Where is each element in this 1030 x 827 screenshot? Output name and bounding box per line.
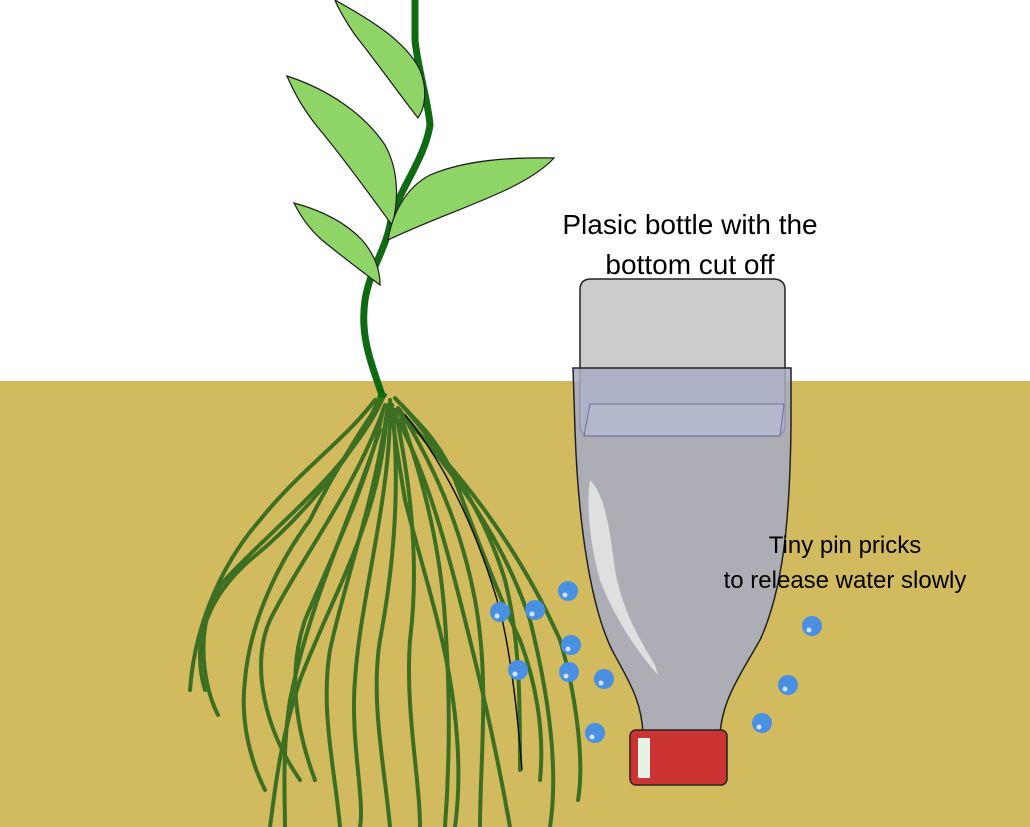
plant-leaves xyxy=(285,0,556,287)
bottle-highlight xyxy=(588,480,658,675)
bottle-rim xyxy=(583,403,785,437)
bottle-label-line1: Plasic bottle with the xyxy=(562,209,818,240)
water-drop-icon xyxy=(559,662,579,682)
pin-pricks-label: Tiny pin pricks to release water slowly xyxy=(690,528,1000,598)
leaf-right xyxy=(387,157,556,242)
cap-highlight xyxy=(638,738,650,778)
leaf-lower-left xyxy=(292,202,381,287)
soil-ground xyxy=(0,381,1030,827)
pin-label-line1: Tiny pin pricks xyxy=(768,532,922,559)
pin-label-line2: to release water slowly xyxy=(723,567,967,594)
water-drop-icon xyxy=(508,660,528,680)
sky-background xyxy=(0,0,1030,381)
water-drop-icon xyxy=(558,581,578,601)
plant-roots xyxy=(188,393,583,827)
water-drop-icon xyxy=(525,600,545,620)
bottle-icon xyxy=(572,278,792,786)
water-drop-icon xyxy=(778,675,798,695)
water-drop-icon xyxy=(561,635,581,655)
water-drop-icon xyxy=(490,602,510,622)
bottle-label-line2: bottom cut off xyxy=(605,249,775,280)
bottle-cap-icon xyxy=(629,729,728,786)
water-drop-icon xyxy=(585,723,605,743)
water-drop-highlights xyxy=(494,592,812,740)
water-drop-icon xyxy=(802,616,822,636)
leaf-top xyxy=(334,0,426,120)
bottle-label: Plasic bottle with the bottom cut off xyxy=(520,205,860,285)
water-drop-icon xyxy=(594,669,614,689)
water-drop-icon xyxy=(752,713,772,733)
